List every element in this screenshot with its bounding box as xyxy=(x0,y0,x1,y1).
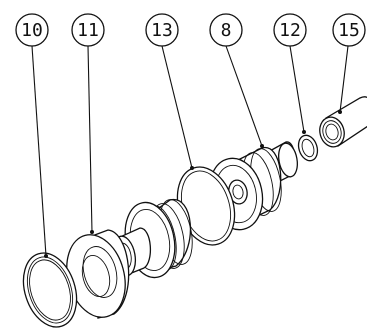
part-15-sleeve xyxy=(319,96,367,148)
callout-11-label: 11 xyxy=(77,20,99,41)
callout-11: 11 xyxy=(71,13,105,47)
callout-13-label: 13 xyxy=(151,20,173,41)
leader-10 xyxy=(31,45,47,257)
leader-15-dot xyxy=(338,110,342,114)
leader-13 xyxy=(161,45,193,169)
part-8-piston xyxy=(208,141,298,231)
callout-13: 13 xyxy=(145,13,179,47)
callout-12-label: 12 xyxy=(279,20,301,41)
part-13-o-ring xyxy=(176,166,236,246)
leader-12 xyxy=(289,45,305,133)
leader-10-dot xyxy=(44,254,48,258)
part-12-small-ring xyxy=(297,134,319,162)
callout-15: 15 xyxy=(332,13,366,47)
leader-12-dot xyxy=(302,130,306,134)
leader-11 xyxy=(87,45,93,233)
leader-8 xyxy=(225,45,263,147)
callout-15-label: 15 xyxy=(338,20,360,41)
callout-10-label: 10 xyxy=(21,20,43,41)
leader-11-dot xyxy=(90,230,94,234)
callout-8-label: 8 xyxy=(221,20,232,41)
leader-13-dot xyxy=(190,166,194,170)
callout-8: 8 xyxy=(209,13,243,47)
leader-15 xyxy=(339,45,349,113)
callout-12: 12 xyxy=(273,13,307,47)
part-11-washer xyxy=(66,229,130,319)
leader-8-dot xyxy=(260,144,264,148)
part-10-seal-ring xyxy=(22,252,78,328)
callout-10: 10 xyxy=(15,13,49,47)
